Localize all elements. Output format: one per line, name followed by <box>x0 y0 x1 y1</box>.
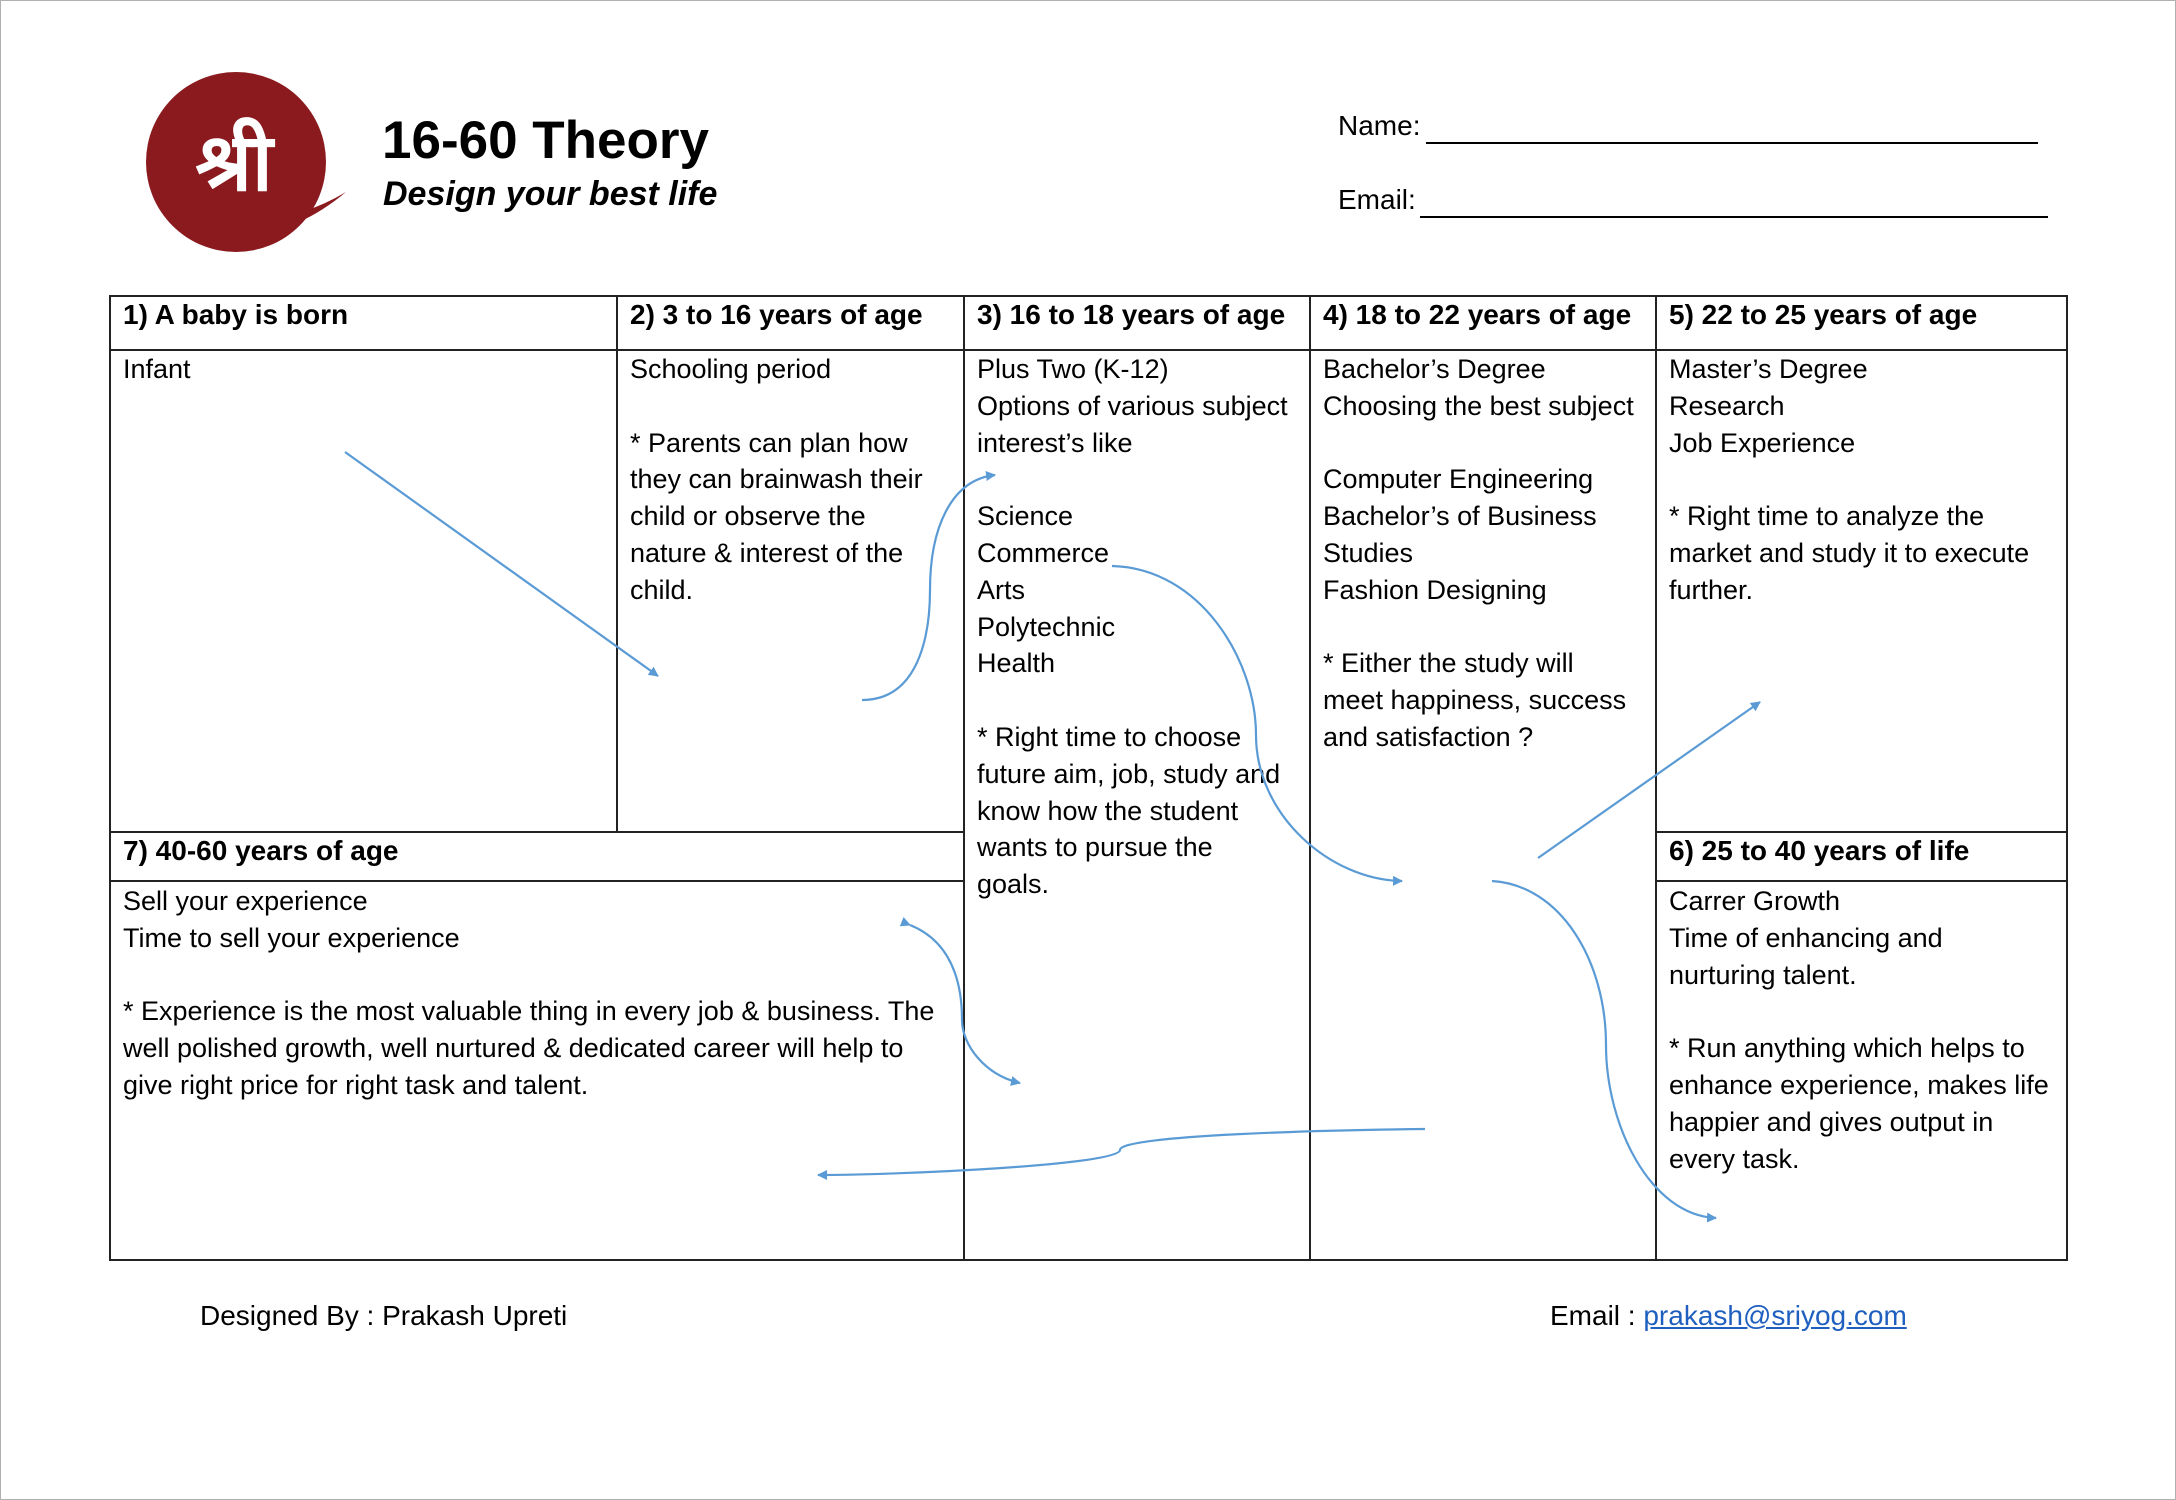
stage-2-heading: 2) 3 to 16 years of age <box>630 299 923 330</box>
stage-1-text: Infant <box>123 354 191 384</box>
email-underline <box>1420 216 2048 218</box>
stage-3-text: Plus Two (K-12) Options of various subje… <box>977 354 1288 900</box>
table-left-border <box>109 295 111 1261</box>
col-divider-4 <box>1655 295 1657 1261</box>
logo-glyph: श्री <box>195 116 276 209</box>
stage-4-heading: 4) 18 to 22 years of age <box>1323 299 1632 330</box>
stage-4-text: Bachelor’s Degree Choosing the best subj… <box>1323 354 1634 752</box>
name-underline <box>1426 142 2038 144</box>
table-right-border <box>2066 295 2068 1261</box>
stage-1-heading: 1) A baby is born <box>123 299 349 330</box>
col-divider-3 <box>1309 295 1311 1261</box>
stage-7-heading: 7) 40-60 years of age <box>123 835 399 866</box>
email-field[interactable]: Email: <box>1338 184 2048 218</box>
name-label: Name: <box>1338 110 1421 141</box>
stage-6-heading: 6) 25 to 40 years of life <box>1669 835 1970 866</box>
designer-credit: Designed By : Prakash Upreti <box>200 1300 568 1331</box>
name-field[interactable]: Name: <box>1338 110 2038 144</box>
email-label: Email: <box>1338 184 1416 215</box>
col-divider-1 <box>616 295 618 832</box>
table-bottom-border <box>109 1259 2068 1261</box>
stage-2-text: Schooling period * Parents can plan how … <box>630 354 923 605</box>
page-subtitle: Design your best life <box>383 175 718 213</box>
stage7-header-border <box>109 880 964 882</box>
stage-7-text: Sell your experience Time to sell your e… <box>123 886 935 1100</box>
sriyog-logo: श्री <box>146 72 346 254</box>
stage7-top-border <box>109 831 964 833</box>
stage-5-text: Master’s Degree Research Job Experience … <box>1669 354 2030 605</box>
header-row-border <box>109 349 2068 351</box>
col-divider-2 <box>963 295 965 1261</box>
footer-contact: Email : prakash@sriyog.com <box>1550 1300 1907 1332</box>
stage-6-text: Carrer Growth Time of enhancing and nurt… <box>1669 886 2049 1174</box>
stage-3-heading: 3) 16 to 18 years of age <box>977 299 1286 330</box>
footer-email-link[interactable]: prakash@sriyog.com <box>1643 1300 1907 1331</box>
stage6-top-border <box>1655 831 2068 833</box>
page-title: 16-60 Theory <box>382 111 709 170</box>
table-top-border <box>109 295 2068 297</box>
footer-email-label: Email : <box>1550 1300 1636 1331</box>
stage6-header-border <box>1655 880 2068 882</box>
stage-5-heading: 5) 22 to 25 years of age <box>1669 299 1978 330</box>
